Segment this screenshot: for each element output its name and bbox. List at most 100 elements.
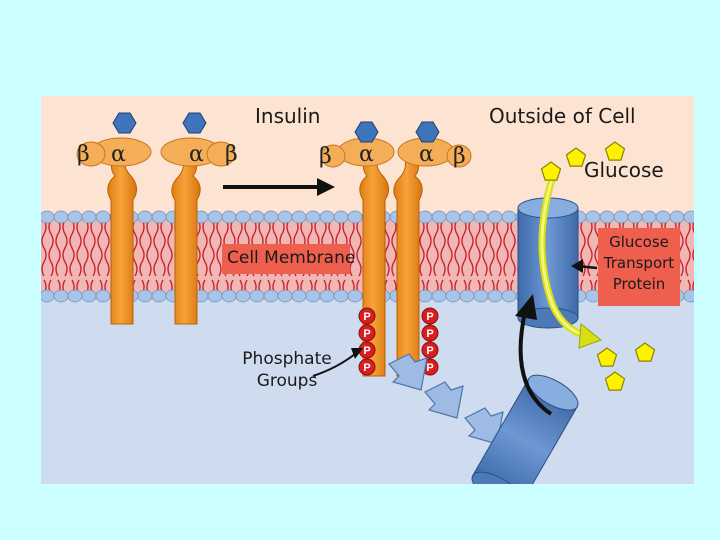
- phosphate-bead: [421, 341, 439, 359]
- glucose-label: Glucose: [584, 158, 664, 182]
- glucose-molecule: [604, 141, 626, 161]
- lipid-head: [333, 289, 349, 303]
- glucose-molecules: [540, 141, 656, 391]
- lipid-head: [235, 210, 251, 224]
- outside-of-cell-label: Outside of Cell: [489, 104, 636, 128]
- insulin-molecule: [415, 121, 440, 143]
- glucose-molecule: [540, 161, 562, 181]
- lipid-head: [473, 210, 489, 224]
- lipid-head: [95, 289, 111, 303]
- lipid-head: [319, 210, 335, 224]
- glucose-molecule: [596, 347, 618, 367]
- glucose-molecule: [565, 147, 587, 167]
- phosphate-bead: [421, 324, 439, 342]
- phosphate-pointer-arrow: [312, 348, 363, 377]
- lipid-head: [683, 289, 694, 303]
- phosphate-label-line: Phosphate: [242, 349, 332, 369]
- glucose-transporter-vesicle: [471, 374, 579, 484]
- lipid-head: [683, 210, 694, 224]
- lipid-head: [305, 289, 321, 303]
- glucose-transporter-membrane: [517, 197, 579, 329]
- lipid-head: [487, 210, 503, 224]
- insulin-molecule: [112, 112, 137, 134]
- lipid-head: [487, 289, 503, 303]
- phosphate-bead: [358, 324, 376, 342]
- alpha-label: α: [111, 142, 126, 167]
- lipid-head: [585, 210, 601, 224]
- lipid-head: [67, 289, 83, 303]
- translocation-arrow: [515, 294, 553, 416]
- phosphate-bead: [358, 358, 376, 376]
- transport-label-line: Transport: [603, 254, 675, 272]
- lipid-head: [431, 289, 447, 303]
- lipid-head: [41, 289, 55, 303]
- lipid-head: [655, 210, 671, 224]
- phosphate-letter: P: [363, 328, 370, 340]
- activation-arrow: [223, 178, 335, 196]
- lipid-head: [459, 210, 475, 224]
- lipid-head: [53, 210, 69, 224]
- phosphate-label-line: Groups: [256, 371, 318, 391]
- lipid-head: [249, 210, 265, 224]
- transport-protein-label: Glucose Transport Protein: [598, 232, 680, 295]
- alpha-label: α: [419, 142, 434, 167]
- lipid-head: [599, 210, 615, 224]
- beta-label: β: [319, 144, 332, 169]
- lipid-head: [221, 289, 237, 303]
- phosphate-groups-label: Phosphate Groups: [241, 348, 333, 392]
- phosphate-letter: P: [426, 362, 433, 374]
- lipid-head: [669, 210, 685, 224]
- lipid-head: [431, 210, 447, 224]
- lipid-head: [417, 289, 433, 303]
- lipid-head: [81, 210, 97, 224]
- lipid-head: [291, 289, 307, 303]
- signal-cascade-arrows: [388, 353, 504, 445]
- phosphate-letter: P: [363, 362, 370, 374]
- phosphate-letter: P: [426, 345, 433, 357]
- lipid-head: [501, 289, 517, 303]
- lipid-head: [137, 210, 153, 224]
- lipid-head: [613, 210, 629, 224]
- lipid-head: [41, 210, 55, 224]
- lipid-head: [67, 210, 83, 224]
- lipid-head: [249, 289, 265, 303]
- alpha-label: α: [189, 142, 204, 167]
- insulin-molecule: [354, 121, 379, 143]
- lipid-head: [235, 289, 251, 303]
- lipid-head: [207, 210, 223, 224]
- transport-label-line: Glucose: [609, 233, 669, 251]
- lipid-head: [137, 289, 153, 303]
- transport-label-box: [598, 228, 680, 306]
- lipid-head: [501, 210, 517, 224]
- transport-label-line: Protein: [612, 275, 666, 293]
- phosphate-letter: P: [363, 311, 370, 323]
- phosphate-bead: [421, 307, 439, 325]
- lipid-head: [151, 289, 167, 303]
- membrane-label-box: [222, 244, 350, 274]
- lipid-head: [445, 210, 461, 224]
- lipid-head: [221, 210, 237, 224]
- phosphate-letter: P: [363, 345, 370, 357]
- lipid-head: [641, 210, 657, 224]
- lipid-head: [277, 289, 293, 303]
- phosphate-letter: P: [426, 311, 433, 323]
- lipid-head: [347, 289, 363, 303]
- glucose-molecule: [634, 342, 656, 362]
- lipid-head: [305, 210, 321, 224]
- lipid-head: [291, 210, 307, 224]
- beta-label: β: [225, 142, 238, 167]
- beta-label: β: [77, 142, 90, 167]
- lipid-head: [473, 289, 489, 303]
- lipid-head: [347, 210, 363, 224]
- lipid-head: [81, 289, 97, 303]
- insulin-receptor-inactive: [76, 112, 236, 325]
- beta-label: β: [453, 144, 466, 169]
- lipid-head: [277, 210, 293, 224]
- phosphate-bead: [358, 307, 376, 325]
- lipid-head: [207, 289, 223, 303]
- lipid-head: [445, 289, 461, 303]
- transport-pointer-arrow: [571, 259, 598, 273]
- glucose-flow-arrow: [538, 174, 603, 349]
